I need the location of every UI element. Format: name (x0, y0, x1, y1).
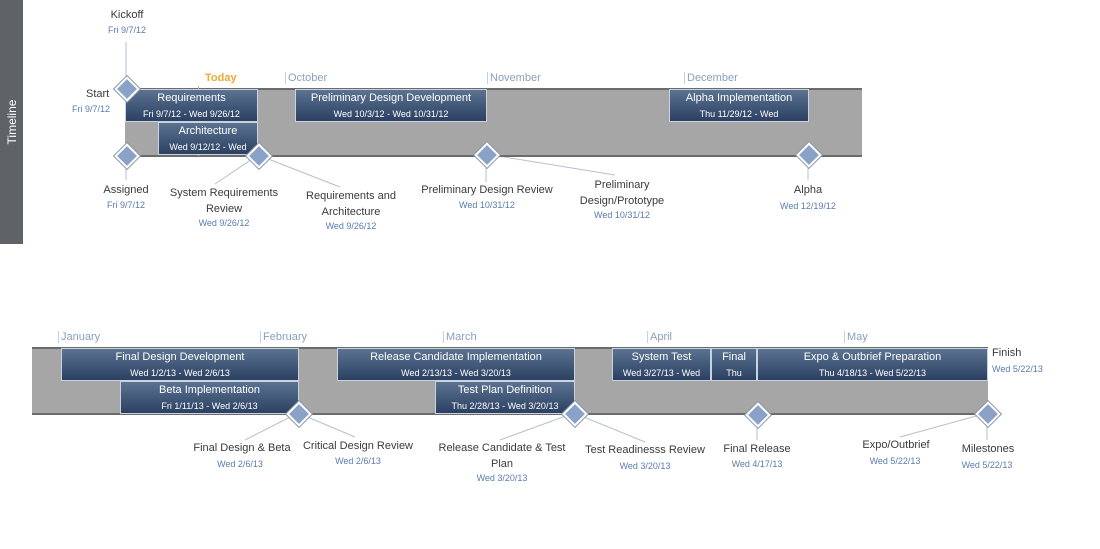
milestone-date-assigned: Fri 9/7/12 (106, 200, 146, 210)
milestone-title-preliminary-design-review: Preliminary Design Review (421, 184, 553, 196)
milestone-date-finish: Wed 5/22/13 (992, 364, 1043, 374)
milestone-date-final-design-beta: Wed 2/6/13 (217, 459, 263, 469)
task-dates: Thu 2/28/13 - Wed 3/20/13 (451, 401, 559, 411)
task-dates: Thu 11/29/12 - Wed (699, 109, 779, 119)
milestone-title-release-candidate-test-plan: Release Candidate & Test Plan (438, 442, 566, 470)
month-label-january: January (58, 331, 100, 343)
task-dates: Wed 10/3/12 - Wed 10/31/12 (333, 109, 449, 119)
milestone-title-kickoff: Kickoff (110, 9, 144, 21)
milestone-title-final-design-beta: Final Design & Beta (193, 442, 291, 454)
milestone-title-assigned: Assigned (103, 184, 149, 196)
task-name: System Test (631, 351, 692, 363)
timeline-sidebar: Timeline (0, 0, 23, 244)
task-name: Requirements (157, 92, 226, 104)
milestone-date-milestones: Wed 5/22/13 (961, 460, 1013, 470)
milestone-date-preliminary-design-prototype: Wed 10/31/12 (594, 210, 650, 220)
task-architecture[interactable]: Architecture Wed 9/12/12 - Wed (158, 122, 258, 155)
task-dates: Fri 1/11/13 - Wed 2/6/13 (161, 401, 258, 411)
today-marker-label: Today (205, 72, 237, 84)
milestone-title-start: Start (86, 88, 110, 100)
task-name: Final Design Development (115, 351, 245, 363)
task-preliminary-design-development[interactable]: Preliminary Design Development Wed 10/3/… (295, 89, 487, 122)
task-dates: Thu (726, 368, 742, 378)
task-alpha-implementation[interactable]: Alpha Implementation Thu 11/29/12 - Wed (669, 89, 809, 122)
milestone-date-system-requirements-review: Wed 9/26/12 (198, 218, 250, 228)
milestone-date-expo-outbrief: Wed 5/22/13 (869, 456, 921, 466)
milestone-title-test-readinesss-review: Test Readinesss Review (585, 444, 705, 456)
month-label-may: May (844, 331, 868, 343)
task-dates: Wed 2/13/13 - Wed 3/20/13 (401, 368, 511, 378)
task-dates: Wed 9/12/12 - Wed (169, 142, 247, 152)
task-dates: Fri 9/7/12 - Wed 9/26/12 (143, 109, 240, 119)
task-final-design-development[interactable]: Final Design Development Wed 1/2/13 - We… (61, 348, 299, 381)
milestone-date-critical-design-review: Wed 2/6/13 (335, 456, 381, 466)
month-label-february: February (260, 331, 307, 343)
milestone-date-requirements-and-architecture: Wed 9/26/12 (325, 221, 377, 231)
milestone-date-test-readinesss-review: Wed 3/20/13 (619, 461, 671, 471)
milestone-title-finish: Finish (992, 347, 1022, 359)
task-name: Beta Implementation (159, 384, 260, 396)
task-name: Expo & Outbrief Preparation (803, 351, 942, 363)
task-name: Preliminary Design Development (310, 92, 472, 104)
milestone-title-system-requirements-review: System Requirements Review (169, 187, 279, 215)
milestone-title-final-release: Final Release (723, 443, 791, 455)
task-expo-outbrief-preparation[interactable]: Expo & Outbrief Preparation Thu 4/18/13 … (757, 348, 988, 381)
milestone-title-milestones: Milestones (961, 443, 1015, 455)
task-release-candidate-implementation[interactable]: Release Candidate Implementation Wed 2/1… (337, 348, 575, 381)
task-test-plan-definition[interactable]: Test Plan Definition Thu 2/28/13 - Wed 3… (435, 381, 575, 414)
milestone-title-alpha: Alpha (793, 184, 823, 196)
milestone-date-kickoff: Fri 9/7/12 (107, 25, 147, 35)
task-beta-implementation[interactable]: Beta Implementation Fri 1/11/13 - Wed 2/… (120, 381, 299, 414)
task-requirements[interactable]: Requirements Fri 9/7/12 - Wed 9/26/12 (125, 89, 258, 122)
milestone-title-preliminary-design-prototype: Preliminary Design/Prototype (579, 179, 665, 207)
milestone-date-start: Fri 9/7/12 (72, 104, 111, 114)
milestone-date-release-candidate-test-plan: Wed 3/20/13 (476, 473, 528, 483)
milestone-title-requirements-and-architecture: Requirements and Architecture (306, 190, 396, 218)
month-label-november: November (487, 72, 541, 84)
task-name: Architecture (178, 125, 238, 137)
task-name: Final (722, 351, 746, 363)
task-system-test[interactable]: System Test Wed 3/27/13 - Wed (612, 348, 711, 381)
milestone-date-final-release: Wed 4/17/13 (731, 459, 783, 469)
milestone-title-expo-outbrief: Expo/Outbrief (862, 439, 930, 451)
milestone-date-preliminary-design-review: Wed 10/31/12 (459, 200, 515, 210)
milestone-title-critical-design-review: Critical Design Review (302, 440, 414, 452)
month-label-april: April (647, 331, 672, 343)
task-name: Test Plan Definition (457, 384, 553, 396)
task-name: Alpha Implementation (685, 92, 793, 104)
month-label-october: October (285, 72, 327, 84)
task-dates: Thu 4/18/13 - Wed 5/22/13 (819, 368, 926, 378)
task-dates: Wed 1/2/13 - Wed 2/6/13 (130, 368, 230, 378)
milestone-date-alpha: Wed 12/19/12 (780, 201, 836, 211)
task-name: Release Candidate Implementation (370, 351, 542, 363)
month-label-march: March (443, 331, 477, 343)
task-final[interactable]: Final Thu (711, 348, 757, 381)
month-label-december: December (684, 72, 738, 84)
task-dates: Wed 3/27/13 - Wed (622, 368, 701, 378)
